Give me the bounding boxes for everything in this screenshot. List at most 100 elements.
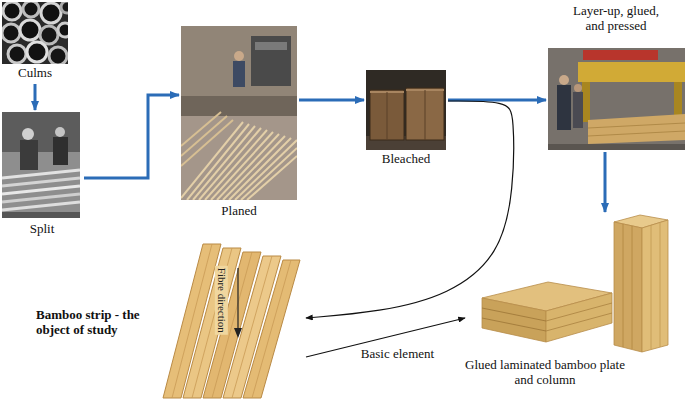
culms-photo [61,1,73,13]
culms-photo [20,20,40,40]
bamboo-strips [172,244,291,398]
planed-photo [181,116,227,156]
press-photo [578,62,685,82]
planed-photo [181,26,297,200]
caption-text: Layer-up, glued, and pressed [562,4,670,34]
split-photo [2,186,80,194]
split-photo [2,112,80,152]
bamboo-strips [252,260,291,398]
glulam-plate [482,308,546,321]
planed-photo [251,36,291,86]
caption-text: Bamboo strip - the object of study [36,308,158,338]
split-photo [53,137,68,165]
split-photo [2,212,80,218]
flow-arrow [299,99,364,102]
planed-photo [233,61,245,87]
caption-block: Bamboo strip - the object of study [36,308,158,338]
press-photo [588,114,685,144]
split-photo [2,178,80,186]
process-step: Culms [0,0,70,84]
fibre-direction-arrow [234,268,242,338]
caption-block: Split [0,222,84,237]
bleached-photo [406,88,444,140]
bamboo-strips [172,244,212,398]
glulam-plate [546,313,612,331]
glulam-column [614,222,642,352]
culms-photo [3,2,21,20]
press-photo [588,131,685,136]
split-photo [2,202,80,210]
bamboo-strips [192,248,232,398]
bleached-photo [366,70,446,150]
glulam-column [614,215,668,352]
flow-arrow [34,84,37,110]
planed-photo [181,26,297,200]
caption-block: Layer-up, glued, and pressed [562,4,670,34]
culms-photo [2,24,20,42]
bleached-photo [366,70,446,150]
process-step: Bamboo strip - the object of study [36,236,306,402]
caption-text: Glued laminated bamboo plate and column [465,358,625,388]
press-photo [548,48,685,150]
flow-arrow [604,152,607,212]
split-photo [20,140,38,170]
caption-block: Planed [179,204,299,219]
bamboo-strips [212,252,252,398]
glulam-column [642,220,668,352]
press-photo [559,75,569,85]
press-photo [573,92,583,128]
culms-photo [23,1,39,17]
caption-text: Bleached [364,152,448,167]
glulam-plate [546,303,612,321]
split-photo [2,112,80,218]
culms-photo [8,45,26,63]
process-step: Planed [179,24,299,222]
split-photo [22,128,34,140]
press-photo [574,84,582,92]
fibre-direction-arrow [234,328,242,338]
planed-photo [181,26,297,200]
bleached-photo [387,92,388,140]
press-photo [583,50,658,60]
bamboo-strips [163,244,300,398]
caption-text: Planed [179,204,299,219]
culms-photo [58,23,72,37]
caption-text: Split [0,222,84,237]
glulam-column [623,224,624,347]
culms-photo [41,3,61,23]
glulam-column [660,223,661,347]
culms-photo [2,1,73,65]
edge-label: Basic element [359,347,436,362]
press-photo [588,123,685,128]
bleached-photo [366,70,446,150]
planed-photo [181,122,297,200]
culms-photo [2,1,73,65]
process-step: Glued laminated bamboo plate and column [465,212,683,394]
caption-block: Culms [0,66,70,81]
glulam-plate [482,318,546,331]
glulam-plate [546,293,612,342]
planed-photo [255,42,287,50]
split-photo [2,112,80,218]
process-step: Layer-up, glued, and pressed [546,4,683,152]
glulam-plate [482,298,546,342]
annotation-text: Fibre direction [216,265,229,334]
glulam-column [632,226,633,349]
split-photo [55,127,65,137]
planed-photo [241,148,297,200]
flow-arrow [306,101,514,318]
bleached-photo [370,90,404,140]
glulam-plate [482,282,612,342]
planed-photo [247,156,297,200]
fibre-direction-arrow [237,268,238,330]
process-step: Bleached [364,68,448,172]
press-photo [582,82,590,122]
press-photo [548,144,685,150]
caption-block: Bleached [364,152,448,167]
culms-photo [27,42,47,62]
caption-text: Culms [0,66,70,81]
press-photo [548,48,685,150]
